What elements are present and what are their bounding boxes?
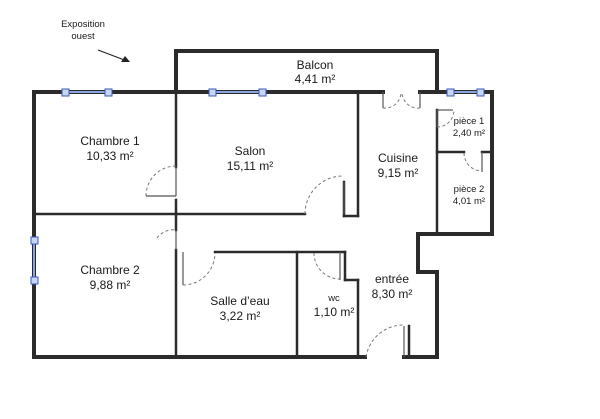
room-piece1: pièce 1 2,40 m² [453, 116, 485, 139]
room-wc: wc 1,10 m² [314, 293, 355, 319]
door-entree [365, 324, 405, 358]
windows [30, 88, 485, 285]
room-entree: entrée 8,30 m² [372, 272, 413, 301]
room-entree-area: 8,30 m² [372, 287, 413, 301]
room-salledeau-area: 3,22 m² [220, 309, 261, 323]
interior-walls [32, 90, 494, 359]
room-wc-area: 1,10 m² [314, 305, 355, 319]
room-chambre2-area: 9,88 m² [90, 278, 131, 292]
room-cuisine-area: 9,15 m² [378, 166, 419, 180]
door-balcon-kitchen [382, 91, 421, 109]
room-cuisine-name: Cuisine [378, 151, 418, 165]
door-salledeau [182, 252, 216, 286]
door-wc [313, 252, 341, 280]
room-entree-name: entrée [375, 272, 409, 286]
room-piece2-area: 4,01 m² [453, 196, 485, 207]
room-piece2-name: pièce 2 [454, 184, 485, 195]
room-piece1-area: 2,40 m² [453, 128, 485, 139]
door-cuisine-piece1 [436, 109, 455, 128]
room-chambre1: Chambre 1 10,33 m² [80, 134, 140, 163]
room-cuisine: Cuisine 9,15 m² [378, 151, 419, 180]
room-balcon-name: Balcon [297, 58, 334, 72]
window-salon [208, 88, 267, 97]
door-chambre2 [156, 229, 177, 250]
door-chambre1 [145, 165, 177, 197]
window-piece1 [446, 88, 485, 97]
orientation-arrow-icon [97, 49, 130, 62]
room-piece2: pièce 2 4,01 m² [453, 184, 485, 207]
door-salon [304, 175, 345, 215]
orientation-line1: Exposition [61, 19, 105, 30]
balcony-walls [174, 49, 439, 94]
room-salledeau-name: Salle d’eau [210, 294, 269, 308]
room-salon-name: Salon [235, 144, 266, 158]
room-labels: Balcon 4,41 m² Chambre 1 10,33 m² Salon … [80, 58, 485, 323]
room-salon: Salon 15,11 m² [227, 144, 273, 173]
orientation-note: Exposition ouest [61, 19, 130, 62]
room-salledeau: Salle d’eau 3,22 m² [210, 294, 269, 323]
door-piece2 [463, 152, 483, 172]
room-chambre2: Chambre 2 9,88 m² [80, 263, 140, 292]
orientation-line2: ouest [71, 31, 95, 42]
room-chambre1-area: 10,33 m² [86, 149, 133, 163]
room-piece1-name: pièce 1 [454, 116, 485, 127]
doors [145, 91, 483, 358]
room-balcon-area: 4,41 m² [295, 72, 336, 86]
window-chambre2 [30, 236, 39, 285]
exterior-walls [32, 90, 494, 359]
room-chambre2-name: Chambre 2 [80, 263, 140, 277]
room-chambre1-name: Chambre 1 [80, 134, 140, 148]
room-salon-area: 15,11 m² [227, 159, 273, 173]
window-chambre1 [61, 88, 113, 97]
room-wc-name: wc [327, 293, 340, 304]
room-balcon: Balcon 4,41 m² [295, 58, 336, 86]
